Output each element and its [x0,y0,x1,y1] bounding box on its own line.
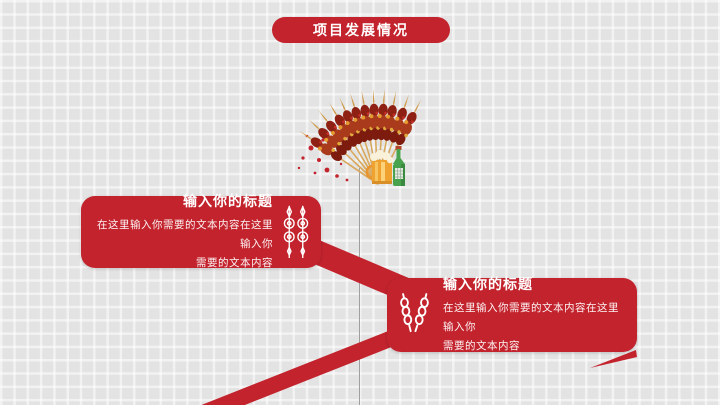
ribbon-diagonal [201,325,408,405]
banner-label: 项目发展情况 [313,22,409,38]
beer-mug-icon [365,150,394,184]
bbq-skewers-illustration [296,88,423,189]
tanghulu-skewer-icon [283,205,309,259]
card-text-block: 输入你的标题 在这里输入你需要的文本内容在这里输入你 需要的文本内容 [95,191,273,273]
card-body-line: 需要的文本内容 [196,257,273,269]
text-card-left: 输入你的标题 在这里输入你需要的文本内容在这里输入你 需要的文本内容 [81,193,321,269]
text-card-right: 输入你的标题 在这里输入你需要的文本内容在这里输入你 需要的文本内容 [387,276,637,352]
ribbon-tail [590,350,637,368]
title-banner: 项目发展情况 [272,17,450,43]
kebab-right [414,293,429,333]
card-body-line: 需要的文本内容 [443,340,520,352]
tanghulu-left [283,205,295,259]
card-title: 输入你的标题 [183,193,273,209]
kebab-skewer-icon [400,293,429,333]
card-body-line: 在这里输入你需要的文本内容在这里输入你 [97,219,273,250]
timeline-stem-line [359,168,360,405]
beer-bottle-icon [393,146,405,186]
card-body-line: 在这里输入你需要的文本内容在这里输入你 [443,302,619,333]
kebab-left [400,293,413,333]
card-text-block: 输入你的标题 在这里输入你需要的文本内容在这里输入你 需要的文本内容 [443,274,625,356]
tanghulu-right [297,205,309,259]
card-title: 输入你的标题 [443,276,533,292]
